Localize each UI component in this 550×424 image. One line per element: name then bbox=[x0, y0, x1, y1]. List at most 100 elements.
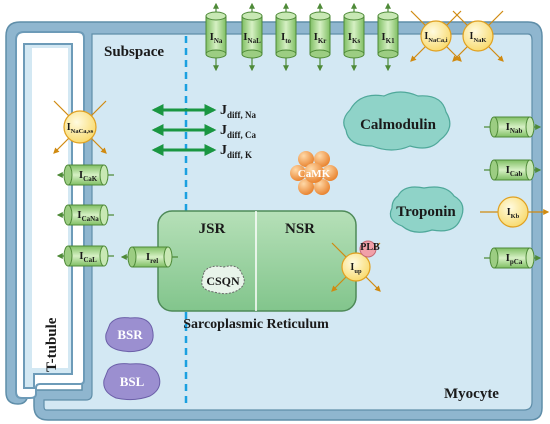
channel-base bbox=[99, 245, 109, 267]
bsl: BSL bbox=[103, 363, 161, 401]
channel-i-to: Ito bbox=[275, 2, 297, 72]
channel-label: ICaNa bbox=[77, 209, 99, 223]
channel-cap bbox=[275, 11, 297, 21]
exchanger-body bbox=[420, 20, 452, 52]
uptake-pump: Iup PLB bbox=[331, 240, 381, 292]
channel-label: Irel bbox=[146, 251, 158, 265]
channel-base bbox=[525, 247, 535, 269]
channel-i-rel: Irel bbox=[120, 246, 178, 268]
channel-i-cab: ICab bbox=[484, 159, 542, 181]
pump-label: IKb bbox=[507, 207, 520, 220]
myocyte-label: Myocyte bbox=[444, 386, 499, 402]
exchanger-i-naca-i: INaCa,i bbox=[410, 10, 462, 62]
camk-label: CaMK bbox=[298, 168, 331, 180]
channel-base bbox=[205, 49, 227, 59]
channel-label: IK1 bbox=[381, 31, 395, 45]
channel-cap bbox=[343, 11, 365, 21]
exchanger-label: Iup bbox=[350, 262, 362, 275]
channel-cap bbox=[489, 247, 499, 269]
channel-label: IKr bbox=[314, 31, 327, 45]
channel-base bbox=[525, 159, 535, 181]
channel-base bbox=[163, 246, 173, 268]
channel-label: Ito bbox=[281, 31, 292, 45]
channel-base bbox=[241, 49, 263, 59]
channel-cap bbox=[489, 116, 499, 138]
channel-label: INab bbox=[506, 121, 523, 135]
bsl-label: BSL bbox=[120, 374, 145, 389]
diffusion-fluxes: Jdiff, Na Jdiff, Ca Jdiff, K bbox=[151, 103, 256, 160]
channel-cap bbox=[63, 245, 73, 267]
channel-base bbox=[343, 49, 365, 59]
exchanger-body bbox=[341, 252, 371, 282]
channel-cap bbox=[127, 246, 137, 268]
sr-label: Sarcoplasmic Reticulum bbox=[183, 317, 329, 332]
troponin-label: Troponin bbox=[396, 204, 456, 220]
channel-i-kr: IKr bbox=[309, 2, 331, 72]
channel-i-cana: ICaNa bbox=[56, 204, 114, 226]
channel-i-pca: IpCa bbox=[484, 247, 542, 269]
channel-cap bbox=[205, 11, 227, 21]
calmodulin-label: Calmodulin bbox=[360, 117, 437, 133]
channel-base bbox=[99, 164, 109, 186]
exchanger-label: INaK bbox=[470, 31, 487, 44]
channel-base bbox=[275, 49, 297, 59]
channel-i-kb: IKb bbox=[480, 196, 550, 228]
plb-label: PLB bbox=[360, 242, 380, 253]
channel-label: ICaK bbox=[79, 169, 98, 183]
diffusion-label: Jdiff, Na bbox=[220, 103, 256, 120]
left-membrane-exchanger: INaCa,ss bbox=[53, 100, 107, 154]
channel-label: ICab bbox=[506, 164, 523, 178]
exchanger-label: INaCa,i bbox=[424, 31, 447, 44]
channel-cap bbox=[63, 164, 73, 186]
channel-cap bbox=[63, 204, 73, 226]
channel-label: IKs bbox=[348, 31, 361, 45]
exchanger-body bbox=[462, 20, 494, 52]
bsr-label: BSR bbox=[117, 327, 143, 342]
sarcoplasmic-reticulum: JSR NSR CSQN Sarcoplasmic Reticulum bbox=[157, 210, 357, 332]
channel-base bbox=[525, 116, 535, 138]
channel-i-cal: ICaL bbox=[56, 245, 114, 267]
csqn bbox=[201, 265, 245, 295]
channel-label: INa bbox=[210, 31, 223, 45]
channel-i-na: INa bbox=[205, 2, 227, 72]
channel-base bbox=[99, 204, 109, 226]
jsr-label: JSR bbox=[199, 221, 226, 237]
channel-cap bbox=[309, 11, 331, 21]
channel-cap bbox=[377, 11, 399, 21]
sr-body bbox=[157, 210, 357, 312]
diffusion-label: Jdiff, Ca bbox=[220, 123, 256, 140]
channel-label: INaL bbox=[243, 31, 261, 45]
csqn-label: CSQN bbox=[206, 274, 240, 288]
camk: CaMK bbox=[290, 151, 338, 195]
exchanger-i-nak: INaK bbox=[452, 10, 504, 62]
channel-cap bbox=[489, 159, 499, 181]
channel-i-k1: IK1 bbox=[377, 2, 399, 72]
troponin: Troponin bbox=[389, 186, 464, 233]
bsr: BSR bbox=[105, 317, 154, 353]
channel-i-nab: INab bbox=[484, 116, 542, 138]
release-channel: Irel bbox=[120, 246, 178, 268]
exchanger-i-naca-ss: INaCa,ss bbox=[53, 100, 107, 154]
diffusion-label: Jdiff, K bbox=[220, 143, 252, 160]
nsr-label: NSR bbox=[285, 221, 315, 237]
channel-label: IpCa bbox=[506, 252, 523, 266]
channel-base bbox=[377, 49, 399, 59]
channel-cap bbox=[241, 11, 263, 21]
plb bbox=[359, 240, 377, 258]
top-membrane-exchangers: INaCa,i INaK bbox=[410, 10, 504, 62]
pump-body bbox=[497, 196, 529, 228]
exchanger-label: INaCa,ss bbox=[67, 122, 94, 135]
channel-i-ks: IKs bbox=[343, 2, 365, 72]
channel-base bbox=[309, 49, 331, 59]
top-membrane-channels: INa INaL Ito IKr IKs IK1 bbox=[205, 2, 399, 72]
calmodulin: Calmodulin bbox=[343, 91, 451, 151]
t-tubule-label: T-tubule bbox=[44, 317, 60, 372]
channel-label: ICaL bbox=[79, 250, 97, 264]
channel-i-nal: INaL bbox=[241, 2, 263, 72]
channel-body bbox=[275, 15, 297, 55]
channel-i-cak: ICaK bbox=[56, 164, 114, 186]
exchanger-body bbox=[63, 110, 97, 144]
